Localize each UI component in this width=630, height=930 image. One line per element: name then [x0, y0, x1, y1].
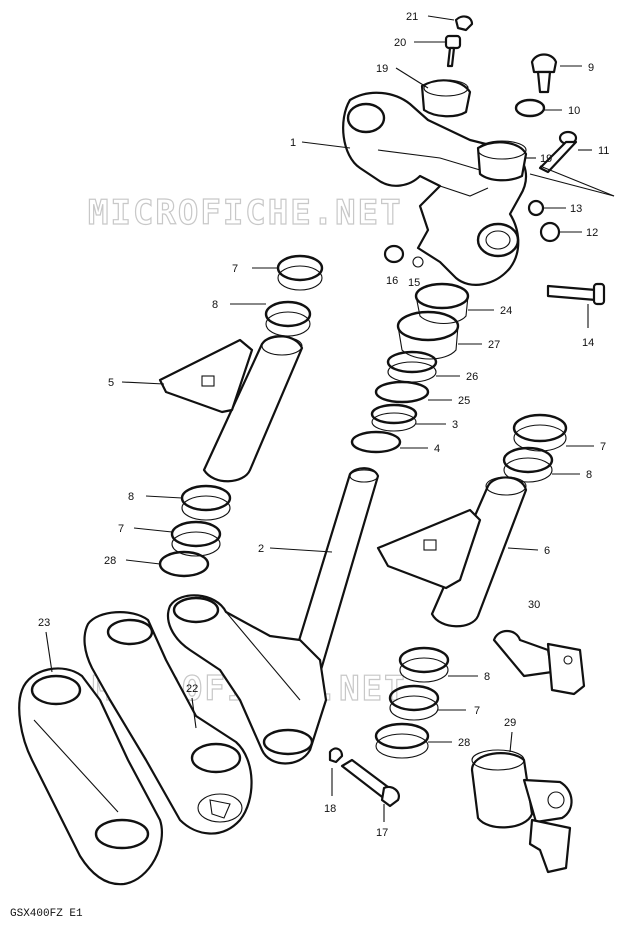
callout-7-left: 7 — [118, 523, 124, 535]
washer-part-10 — [514, 98, 546, 118]
callout-6: 6 — [544, 545, 550, 557]
clamp-cap-part-19a — [420, 79, 472, 118]
bolt-part-11 — [538, 130, 578, 174]
callout-8-lower-right: 8 — [484, 671, 490, 683]
lower-bracket-part-23 — [18, 667, 163, 886]
callout-13: 13 — [570, 203, 582, 215]
watermark-top: MICROFICHE.NET — [88, 193, 403, 233]
steering-lock-part-30 — [492, 629, 586, 696]
bolt-cap-part-21 — [454, 15, 474, 32]
callout-labels: 21 20 19 9 10 1 19 11 13 12 16 15 14 24 … — [38, 11, 609, 839]
callout-27: 27 — [488, 339, 500, 351]
callout-29: 29 — [504, 717, 516, 729]
callout-26: 26 — [466, 371, 478, 383]
callout-5: 5 — [108, 377, 114, 389]
callout-19-top: 19 — [376, 63, 388, 75]
bolt-part-17 — [340, 758, 400, 808]
nut-part-12 — [539, 221, 561, 243]
washer-part-18 — [328, 747, 344, 764]
callout-14: 14 — [582, 337, 594, 349]
fork-cover-part-5 — [158, 335, 304, 483]
callout-21: 21 — [406, 11, 418, 23]
bearing-race-part-25 — [374, 380, 430, 404]
bearing-part-3 — [370, 403, 418, 432]
callout-1: 1 — [290, 137, 296, 149]
callout-8-right: 8 — [586, 469, 592, 481]
bolt-part-20 — [444, 34, 462, 68]
ring-part-7-lower-left — [170, 520, 222, 557]
bolt-part-14 — [546, 282, 606, 306]
ring-part-28-lower-left — [158, 550, 210, 578]
callout-4: 4 — [434, 443, 440, 455]
callout-10: 10 — [568, 105, 580, 117]
fork-cover-part-6 — [376, 476, 528, 628]
leader-lines — [45, 15, 615, 822]
ring-part-7-right — [512, 413, 568, 452]
dust-seal-part-27 — [396, 310, 460, 360]
ring-part-7-lower-right — [388, 684, 440, 721]
callout-16: 16 — [386, 275, 398, 287]
callout-7-right: 7 — [600, 441, 606, 453]
callout-28-left: 28 — [104, 555, 116, 567]
cap-part-16 — [383, 244, 405, 264]
callout-23: 23 — [38, 617, 50, 629]
callout-2: 2 — [258, 543, 264, 555]
nut-part-13 — [527, 199, 545, 217]
callout-12: 12 — [586, 227, 598, 239]
callout-7-lower-right: 7 — [474, 705, 480, 717]
bearing-race-part-4 — [350, 430, 402, 454]
callout-11: 11 — [598, 145, 609, 157]
callout-30: 30 — [528, 599, 540, 611]
callout-15: 15 — [408, 277, 420, 289]
ignition-switch-part-29 — [470, 749, 573, 874]
bolt-part-9 — [530, 53, 558, 94]
callout-24: 24 — [500, 305, 512, 317]
lower-bracket-part-22 — [83, 611, 253, 835]
ring-part-8-lower-left — [180, 484, 232, 521]
callout-8-upper-left: 8 — [212, 299, 218, 311]
callout-9: 9 — [588, 62, 594, 74]
callout-20: 20 — [394, 37, 406, 49]
callout-17: 17 — [376, 827, 388, 839]
callout-7-upper-left: 7 — [232, 263, 238, 275]
washer-part-15 — [412, 256, 424, 268]
upper-bracket-part-1 — [342, 91, 528, 286]
ring-part-8-right — [502, 446, 554, 483]
ring-part-8-left — [264, 300, 312, 337]
clamp-cap-part-19b — [476, 140, 528, 182]
callout-28-lower-right: 28 — [458, 737, 470, 749]
callout-3: 3 — [452, 419, 458, 431]
callout-8-left: 8 — [128, 491, 134, 503]
callout-19-right: 19 — [540, 153, 552, 165]
ring-part-7-left — [276, 254, 324, 291]
callout-22: 22 — [186, 683, 198, 695]
ring-part-8-lower-right — [398, 646, 450, 683]
bearing-nut-part-24 — [414, 282, 470, 325]
callout-18: 18 — [324, 803, 336, 815]
diagram-caption: GSX400FZ E1 — [10, 908, 83, 920]
steering-stem-part-2 — [166, 467, 380, 765]
callout-25: 25 — [458, 395, 470, 407]
ring-part-28-lower-right — [374, 722, 430, 759]
